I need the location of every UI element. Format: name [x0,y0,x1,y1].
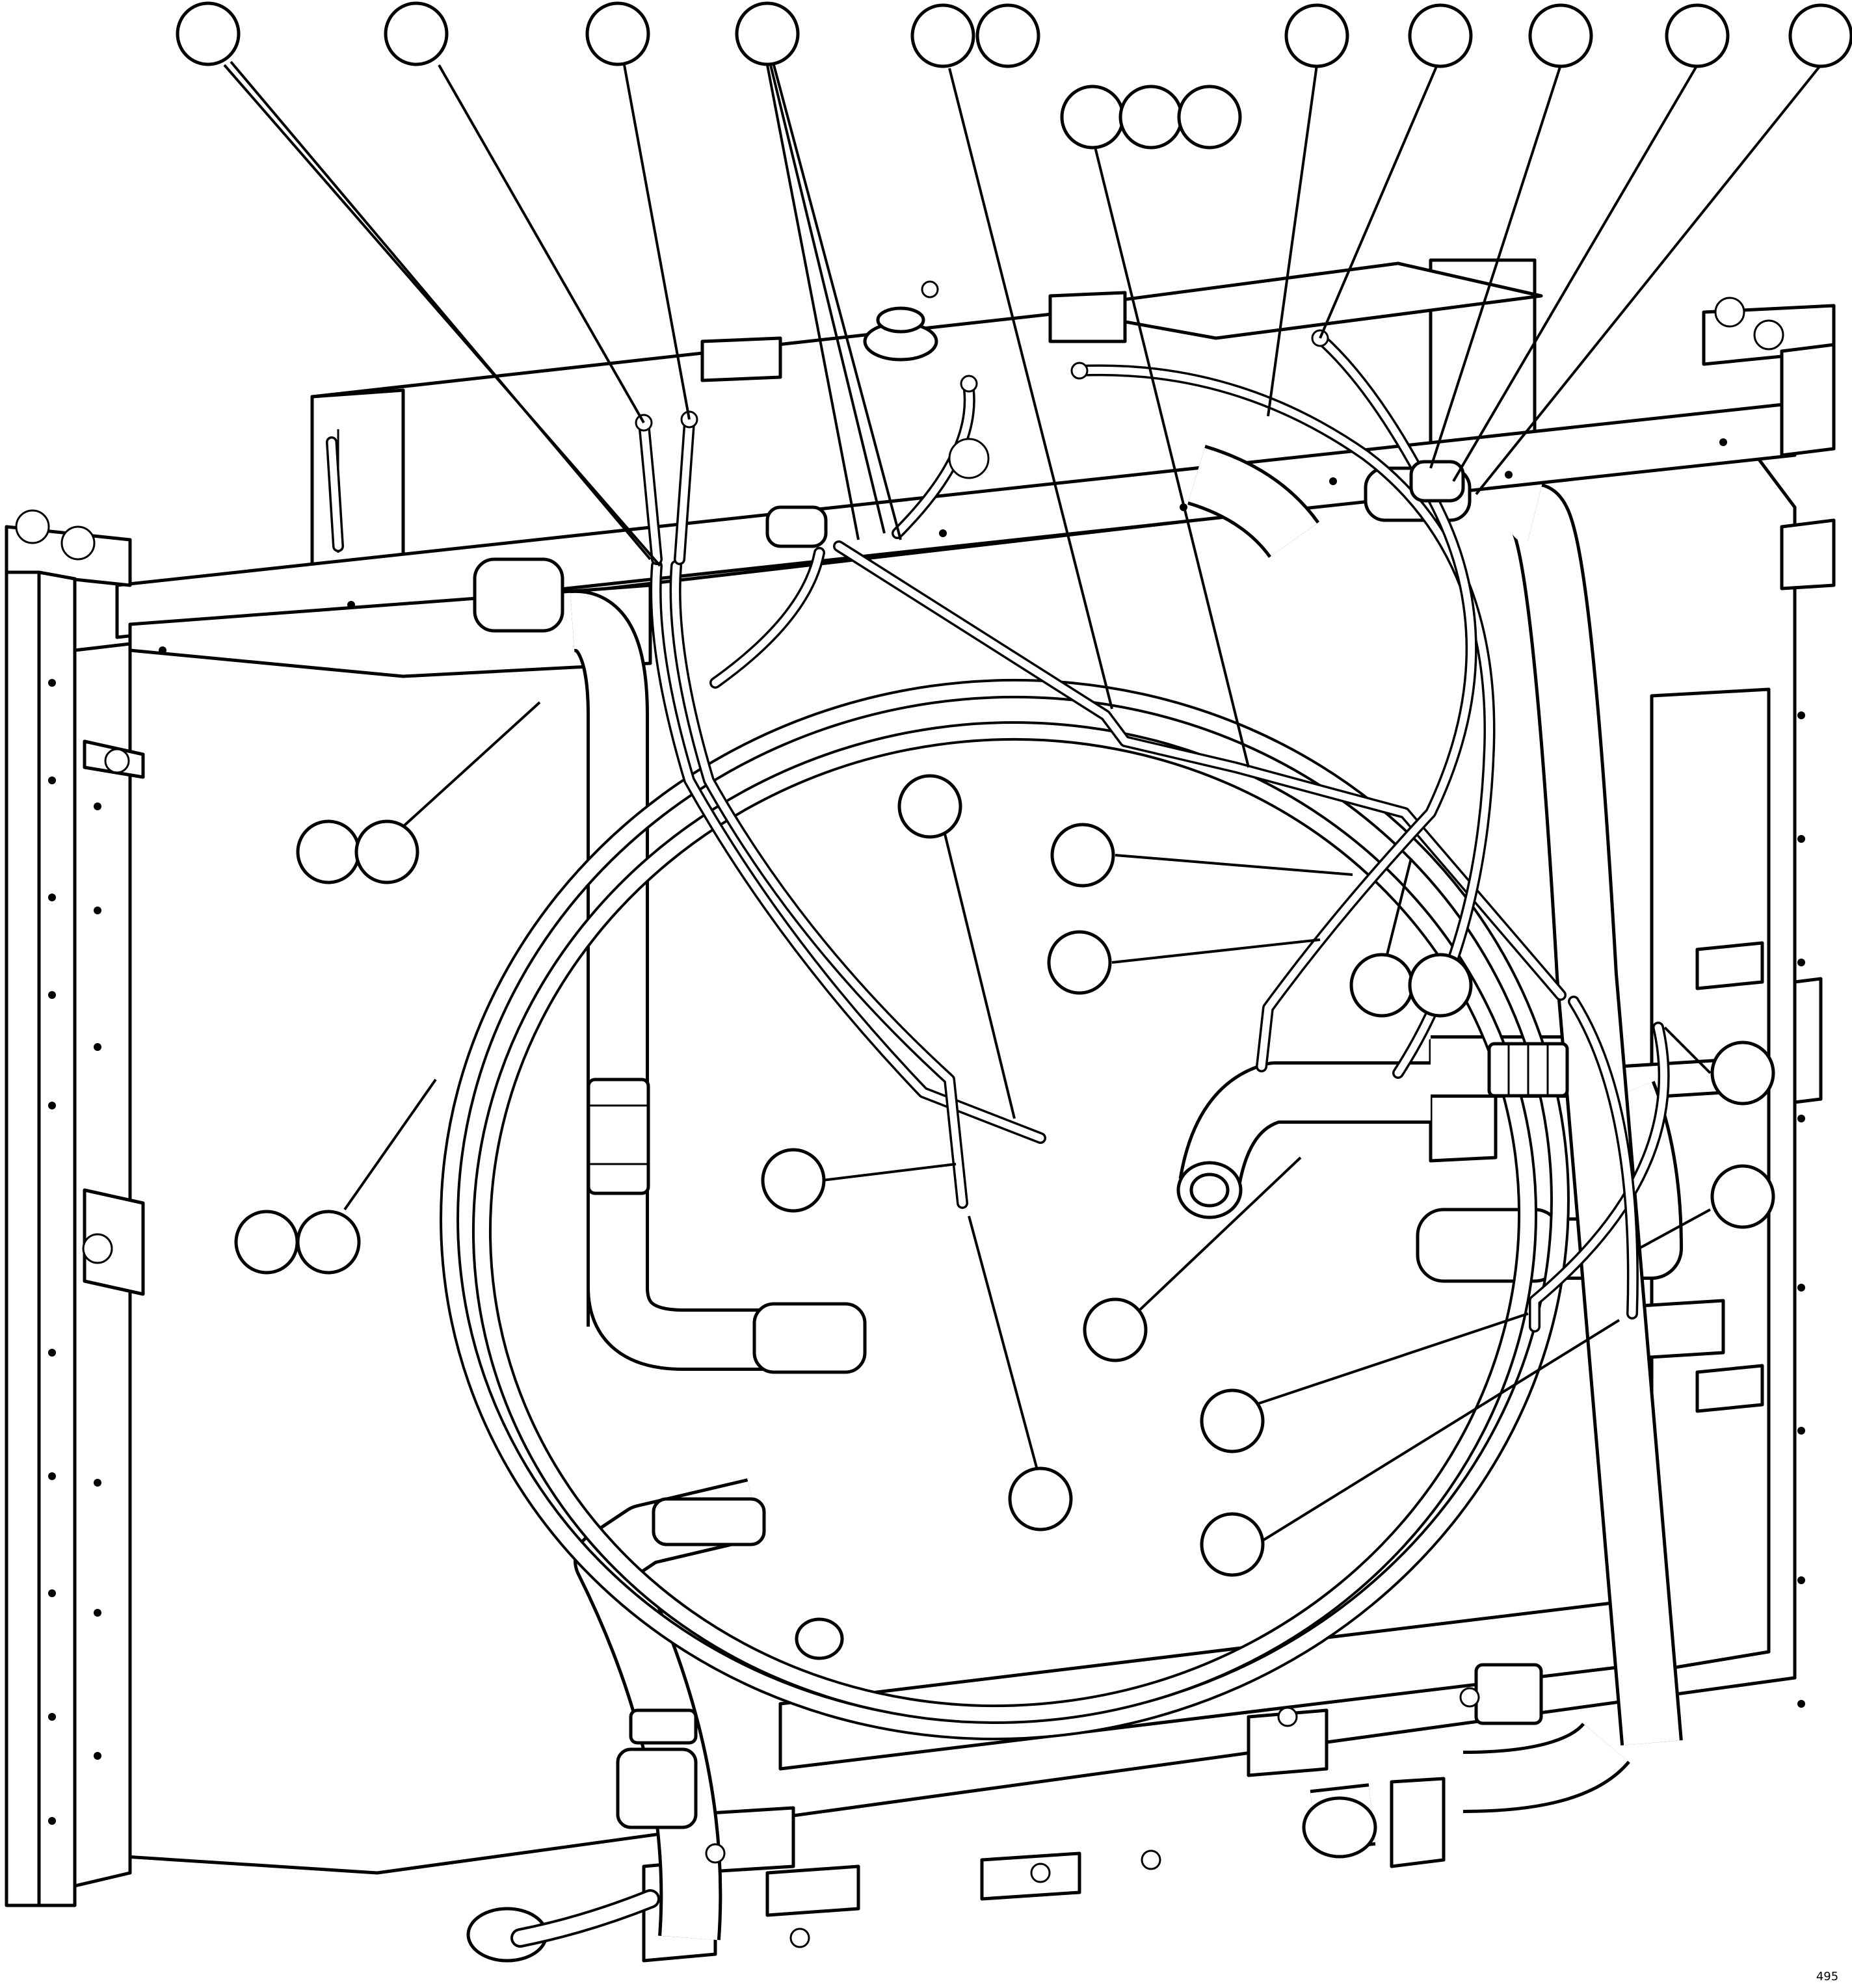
callout-balloons [176,1,1852,1577]
figure-code: 495 [1816,1970,1838,1983]
callout-balloon [761,1148,826,1213]
right-vertical-pipe [1187,445,1683,1746]
callout-balloon [1408,953,1473,1018]
callout-balloon [296,1210,361,1275]
callout-balloon [1349,953,1414,1018]
callout-balloon [1047,930,1112,995]
callout-balloon [234,1210,299,1275]
lower-right-pipe [1302,1721,1630,1859]
filler-cap [863,280,939,362]
upper-left-pipe [473,557,867,1374]
top-header-tank [310,258,1543,574]
callout-balloon [1177,85,1242,150]
callout-balloon [1118,85,1184,150]
left-side-rail [5,525,145,1907]
circular-hose-loop-inner [471,721,1538,1724]
left-top-bracket [310,388,405,574]
callout-balloon [910,3,975,68]
callout-balloon [1083,1297,1148,1362]
callout-balloon [296,819,361,884]
bolts [15,297,1784,1948]
hose-routing [326,332,1670,1332]
hose-clamps [629,460,1569,1745]
callout-balloon [1710,1040,1775,1106]
leader-lines [223,60,1822,1543]
callout-balloon [1408,3,1473,68]
callout-balloon [1200,1512,1265,1577]
callout-balloon [975,3,1040,68]
callout-balloon [1060,85,1125,150]
callout-balloon [1788,3,1852,68]
callout-balloon [176,1,241,66]
callout-balloon [1284,3,1349,68]
callout-balloon [1710,1164,1775,1229]
right-side-rail [1702,304,1836,1104]
callout-balloon [1050,823,1115,888]
callout-balloon [1528,3,1593,68]
callout-balloon [354,819,419,884]
callout-balloon [735,1,800,66]
callout-balloon [585,1,650,66]
circular-hose-loop-outer [440,678,1570,1741]
callout-balloon [1200,1388,1265,1453]
callout-balloon [897,774,962,839]
callout-balloon [1008,1466,1073,1531]
callout-balloon [384,1,449,66]
callout-balloon [1665,3,1730,68]
